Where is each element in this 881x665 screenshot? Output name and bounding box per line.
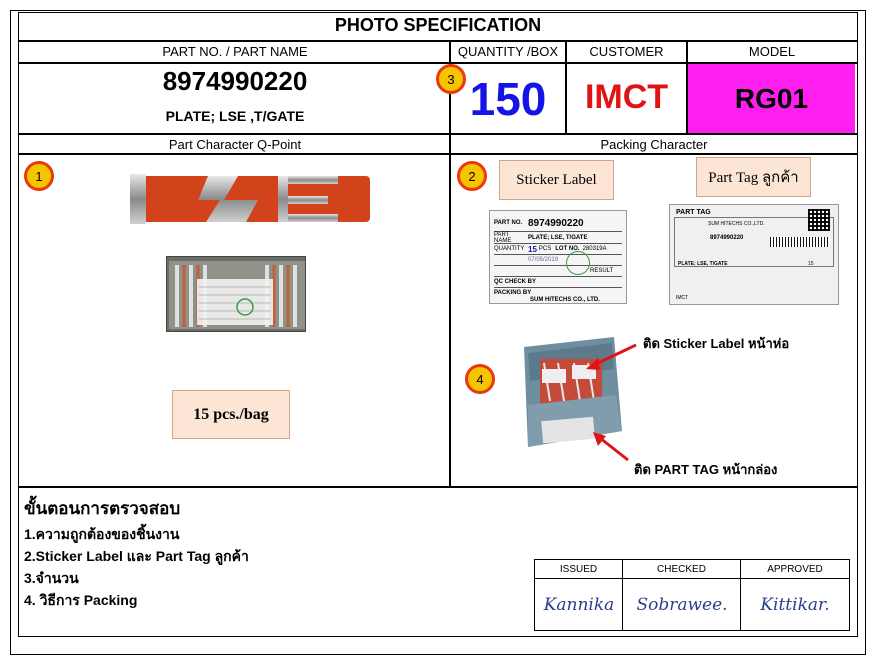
- checked-signature: Sobrawee.: [636, 594, 728, 615]
- part-tag-part-no: 8974990220: [710, 235, 744, 241]
- sticker-part-no-key: PART NO.: [494, 220, 523, 226]
- part-tag-vendor: SUM HITECHS CO.,LTD.: [708, 221, 765, 227]
- approved-label: APPROVED: [741, 560, 849, 579]
- arrow-tag-head-icon: [593, 432, 606, 446]
- column-divider: [686, 41, 688, 134]
- sticker-company: SUM HITECHS CO., LTD.: [530, 297, 600, 303]
- section-left-label: Part Character Q-Point: [168, 137, 302, 152]
- badge-1: 1: [24, 161, 54, 191]
- arrow-sticker-icon: [591, 343, 637, 368]
- quantity-label: QUANTITY /BOX: [457, 44, 559, 59]
- divider: [19, 40, 857, 42]
- sticker-quantity-key: QUANTITY: [494, 246, 525, 252]
- sticker-label-photo: PART NO. 8974990220 PART NAME PLATE; LSE…: [489, 210, 627, 304]
- barcode-icon: [770, 237, 830, 247]
- sticker-part-no: 8974990220: [528, 217, 584, 229]
- approved-signature: Kittikar.: [760, 594, 830, 615]
- part-tag-customer: IMCT: [676, 295, 689, 301]
- part-name: PLATE; LSE ,T/GATE: [165, 108, 305, 124]
- arrows: [586, 343, 637, 462]
- part-tag-part-name: PLATE; LSE, T/GATE: [678, 261, 728, 267]
- document-border: [18, 12, 858, 637]
- customer-label: CUSTOMER: [589, 44, 664, 59]
- inspection-step: 2.Sticker Label และ Part Tag ลูกค้า: [24, 548, 249, 564]
- pcs-per-bag-label: 15 pcs./bag: [172, 390, 290, 439]
- part-label: PART NO. / PART NAME: [162, 44, 308, 59]
- sticker-part-name: PLATE; LSE, T/GATE: [528, 235, 588, 241]
- sticker-part-name-key: PART NAME: [494, 232, 512, 244]
- column-divider: [449, 41, 451, 488]
- sticker-date: 07/05/2019: [528, 257, 559, 263]
- inspection-title: ขั้นตอนการตรวจสอบ: [24, 499, 181, 518]
- inspection-step: 3.จำนวน: [24, 570, 79, 586]
- divider: [740, 560, 741, 630]
- sticker-lot-key: LOT NO.: [555, 246, 580, 252]
- emblem-photo: [128, 170, 374, 228]
- signature-table: ISSUED CHECKED APPROVED Kannika Sobrawee…: [534, 559, 850, 631]
- part-tag-title: Part Tag ลูกค้า: [696, 157, 811, 197]
- badge-2: 2: [457, 161, 487, 191]
- joy-stamp-icon: [566, 251, 590, 275]
- part-number: 8974990220: [162, 66, 308, 96]
- quantity-value: 150: [469, 73, 547, 125]
- divider: [622, 560, 623, 630]
- inspection-step: 1.ความถูกต้องของชิ้นงาน: [24, 526, 180, 542]
- sticker-label-title: Sticker Label: [499, 160, 614, 200]
- issued-label: ISSUED: [535, 560, 623, 579]
- arrow-tag-icon: [599, 436, 629, 462]
- divider: [19, 486, 857, 488]
- column-divider: [565, 41, 567, 134]
- model-label: MODEL: [748, 44, 796, 59]
- bag-photo: [166, 256, 306, 332]
- checked-label: CHECKED: [623, 560, 741, 579]
- badge-4: 4: [465, 364, 495, 394]
- annotation-sticker: ติด Sticker Label หน้าห่อ: [643, 336, 790, 351]
- outer-frame: [10, 10, 866, 655]
- sticker-qc-key: QC CHECK BY: [494, 279, 537, 285]
- part-tag-grid: [674, 217, 834, 267]
- arrow-sticker-head-icon: [586, 358, 600, 370]
- divider: [19, 133, 857, 135]
- sticker-packing-key: PACKING BY: [494, 290, 532, 296]
- divider: [19, 62, 857, 64]
- sticker-result: RESULT: [590, 268, 614, 274]
- sticker-quantity: 15: [528, 244, 537, 254]
- annotation-tag: ติด PART TAG หน้ากล่อง: [634, 462, 778, 477]
- section-right-label: Packing Character: [600, 137, 708, 152]
- qr-code-icon: [808, 209, 830, 231]
- customer-value: IMCT: [584, 78, 669, 116]
- part-tag-heading: PART TAG: [676, 209, 711, 216]
- badge-3: 3: [436, 64, 466, 94]
- part-tag-photo: PART TAG SUM HITECHS CO.,LTD. 8974990220…: [669, 204, 839, 305]
- page-title: PHOTO SPECIFICATION: [334, 15, 542, 35]
- inspection-step: 4. วิธีการ Packing: [24, 592, 138, 608]
- divider: [19, 153, 857, 155]
- issued-signature: Kannika: [543, 594, 615, 615]
- sticker-lot: 280319A: [582, 246, 607, 252]
- sticker-pcs: PCS: [538, 246, 552, 252]
- part-tag-qty: 15: [808, 261, 814, 267]
- model-value: RG01: [688, 64, 855, 133]
